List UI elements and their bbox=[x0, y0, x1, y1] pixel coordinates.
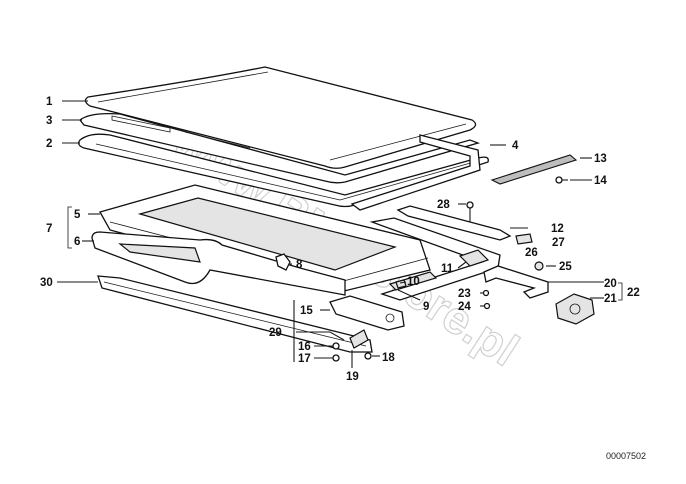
right-rail bbox=[396, 205, 512, 241]
callout-5: 5 bbox=[74, 209, 81, 221]
screws-23-24 bbox=[482, 289, 491, 310]
frame-upper bbox=[99, 184, 431, 293]
bolt-28 bbox=[466, 201, 474, 222]
group-brackets bbox=[67, 206, 623, 362]
callout-6: 6 bbox=[74, 236, 80, 248]
callout-15: 15 bbox=[300, 305, 313, 317]
leader-lines bbox=[57, 100, 604, 368]
callout-8: 8 bbox=[296, 259, 303, 271]
callout-12: 12 bbox=[551, 223, 564, 235]
fasteners-16-18 bbox=[332, 342, 372, 362]
right-seal bbox=[350, 134, 481, 211]
callout-10: 10 bbox=[407, 276, 420, 288]
slider-11 bbox=[458, 249, 490, 267]
callout-11: 11 bbox=[441, 263, 454, 275]
callout-24: 24 bbox=[458, 301, 471, 313]
callout-18: 18 bbox=[382, 352, 395, 364]
callout-17: 17 bbox=[298, 353, 311, 365]
callout-1: 1 bbox=[46, 96, 53, 108]
clip-19 bbox=[349, 329, 369, 349]
frame-lower bbox=[91, 231, 346, 296]
callout-22: 22 bbox=[627, 287, 640, 299]
callout-28: 28 bbox=[437, 199, 450, 211]
callout-19: 19 bbox=[346, 371, 359, 383]
block-26-27 bbox=[515, 233, 533, 245]
callout-14: 14 bbox=[594, 175, 607, 187]
callout-21: 21 bbox=[604, 293, 617, 305]
callout-2: 2 bbox=[46, 138, 52, 150]
hinge-plate-15 bbox=[329, 295, 405, 331]
drive-unit-21 bbox=[555, 293, 595, 325]
callout-9: 9 bbox=[423, 301, 429, 313]
seal-strip bbox=[79, 112, 481, 184]
screw-14 bbox=[555, 176, 568, 184]
callout-labels: 1 3 2 4 13 14 28 5 7 12 6 26 27 8 11 25 … bbox=[40, 96, 640, 383]
callout-3: 3 bbox=[46, 115, 52, 127]
clip-8 bbox=[275, 253, 291, 271]
diagram-part-number: 00007502 bbox=[606, 451, 646, 461]
wind-deflector-strip bbox=[97, 275, 373, 353]
callout-13: 13 bbox=[594, 153, 607, 165]
frame-gasket bbox=[78, 133, 489, 208]
clip-10 bbox=[395, 279, 407, 289]
sunroof-panel bbox=[84, 66, 477, 169]
bracket-20 bbox=[483, 265, 549, 299]
callout-26: 26 bbox=[525, 247, 538, 259]
callout-4: 4 bbox=[512, 140, 519, 152]
side-deflector bbox=[490, 154, 578, 185]
nut-25 bbox=[534, 261, 544, 271]
callout-27: 27 bbox=[552, 237, 565, 249]
callout-16: 16 bbox=[298, 341, 311, 353]
callout-29: 29 bbox=[269, 327, 282, 339]
callout-20: 20 bbox=[604, 278, 617, 290]
callout-25: 25 bbox=[559, 261, 572, 273]
callout-23: 23 bbox=[458, 288, 471, 300]
callout-7: 7 bbox=[46, 223, 52, 235]
callout-30: 30 bbox=[40, 277, 53, 289]
